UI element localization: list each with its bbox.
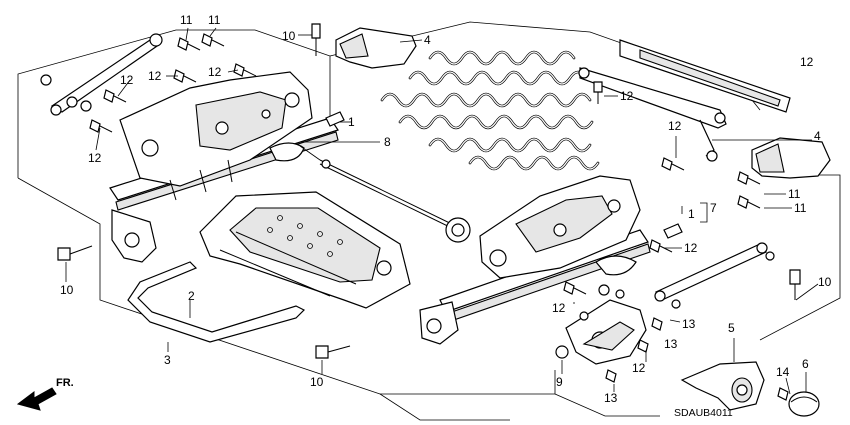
callout-11: 11	[788, 187, 801, 201]
height-adjuster	[555, 299, 647, 365]
callout-12: 12	[632, 361, 646, 375]
callout-13: 13	[682, 317, 696, 331]
washer-icon	[40, 74, 775, 309]
right-seat-track	[419, 175, 651, 345]
callout-12: 12	[800, 55, 814, 69]
callout-12: 12	[668, 119, 682, 133]
torsion-shaft	[319, 159, 471, 243]
callout-6: 6	[802, 357, 809, 371]
callout-12: 12	[148, 69, 162, 83]
callout-10: 10	[60, 283, 74, 297]
upper-link-left	[50, 33, 163, 116]
callout-5: 5	[728, 321, 735, 335]
callout-11: 11	[794, 201, 807, 215]
callout-2: 2	[188, 289, 195, 303]
callout-4: 4	[424, 33, 431, 47]
diagram-code: SDAUB4011	[674, 407, 733, 419]
callout-10: 10	[818, 275, 832, 289]
callout-14: 14	[776, 365, 790, 379]
callout-4: 4	[814, 129, 821, 143]
callout-3: 3	[164, 353, 171, 367]
seat-spring	[380, 50, 600, 171]
lower-link-right	[654, 242, 768, 302]
callout-8: 8	[384, 135, 391, 149]
seat-pan	[199, 191, 411, 309]
callout-9: 9	[556, 375, 563, 389]
assembly-outline	[17, 21, 841, 421]
leader-lines	[65, 27, 819, 395]
callout-12: 12	[208, 65, 222, 79]
left-seat-track	[109, 71, 339, 263]
rear-rod	[127, 261, 306, 343]
callout-12: 12	[88, 151, 102, 165]
callout-10: 10	[282, 29, 296, 43]
callout-13: 13	[604, 391, 618, 405]
callout-13: 13	[664, 337, 678, 351]
knob-cover	[680, 361, 765, 411]
side-cover-right	[751, 137, 831, 179]
upper-rail-right	[578, 39, 791, 162]
bolt-icon	[57, 23, 801, 401]
callout-10: 10	[310, 375, 324, 389]
callout-7: 7	[710, 201, 717, 215]
callout-12: 12	[552, 301, 566, 315]
side-cover-top	[335, 27, 417, 69]
callout-1: 1	[688, 207, 695, 221]
callout-11: 11	[208, 13, 221, 27]
front-direction-arrow-icon: FR.	[16, 377, 74, 411]
callout-11: 11	[180, 13, 193, 27]
front-direction-label: FR.	[56, 377, 74, 389]
cap	[788, 391, 820, 417]
callout-1: 1	[348, 115, 355, 129]
callout-labels: 1 1 2 3 4 4 5 6 7 8 9 10 10 10 10 11 11 …	[60, 13, 832, 405]
callout-12: 12	[620, 89, 634, 103]
callout-12: 12	[120, 73, 134, 87]
callout-12: 12	[684, 241, 698, 255]
